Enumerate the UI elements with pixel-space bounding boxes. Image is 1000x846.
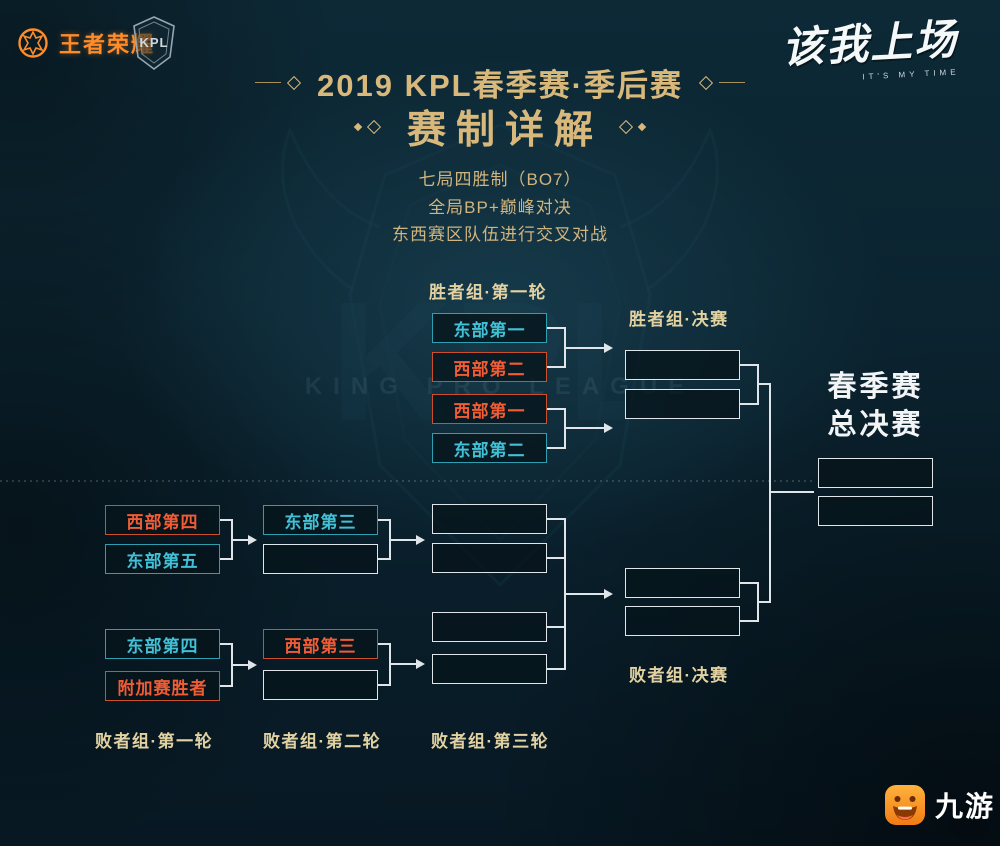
rule-line-2: 全局BP+巅峰对决 (428, 197, 572, 217)
label-losers-round2: 败者组·第二轮 (263, 732, 382, 751)
grand-final-title-line2: 总决赛 (827, 409, 924, 441)
9game-logo: 九游 (884, 784, 995, 826)
losers-round2-slot-empty-1 (263, 544, 378, 574)
kpl-logo: KPL (128, 15, 180, 76)
grand-final-title: 春季赛 总决赛 (818, 368, 933, 444)
kpl-shield-icon: KPL (133, 16, 175, 70)
team-slot-east-third: 东部第三 (263, 505, 378, 535)
9game-site-name: 九游 (935, 791, 996, 822)
team-slot-east-second: 东部第二 (432, 433, 547, 463)
team-slot-west-fourth: 西部第四 (105, 505, 220, 535)
losers-round3-slot-3 (432, 612, 547, 642)
label-losers-final: 败者组·决赛 (629, 666, 729, 685)
label-losers-round3: 败者组·第三轮 (431, 732, 550, 751)
team-slot-west-second: 西部第二 (432, 352, 547, 382)
grand-final-title-line1: 春季赛 (827, 371, 924, 403)
kpl-logo-text: KPL (140, 35, 169, 50)
subtitle-ornament-right (618, 119, 647, 135)
losers-round3-slot-1 (432, 504, 547, 534)
losers-round3-slot-2 (432, 543, 547, 573)
wzry-emblem-icon (18, 28, 48, 58)
rule-line-3: 东西赛区队伍进行交叉对战 (392, 225, 608, 244)
winners-final-slot-1 (625, 350, 740, 380)
team-slot-east-first: 东部第一 (432, 313, 547, 343)
losers-final-slot-2 (625, 606, 740, 636)
label-winners-final: 胜者组·决赛 (629, 310, 729, 329)
team-slot-west-third: 西部第三 (263, 629, 378, 659)
9game-mascot-icon (885, 785, 925, 825)
title-row: 2019 KPL春季赛·季后赛 (0, 60, 1000, 105)
slogan-calligraphy: 该我上场 IT'S MY TIME (780, 5, 960, 85)
format-rules: 七局四胜制（BO7） 全局BP+巅峰对决 东西赛区队伍进行交叉对战 (0, 166, 1000, 249)
losers-final-slot-1 (625, 568, 740, 598)
label-losers-round1: 败者组·第一轮 (95, 732, 214, 751)
poster-subtitle: 赛制详解 (406, 109, 603, 152)
title-ornament-right (698, 75, 745, 90)
rule-line-1: 七局四胜制（BO7） (418, 170, 582, 189)
losers-round3-slot-4 (432, 654, 547, 684)
subtitle-row: 赛制详解 (0, 99, 1000, 155)
winners-final-slot-2 (625, 389, 740, 419)
slogan-text: 该我上场 (780, 15, 960, 72)
team-slot-east-fifth: 东部第五 (105, 544, 220, 574)
poster-title: 2019 KPL春季赛·季后赛 (317, 68, 683, 103)
subtitle-ornament-left (353, 119, 382, 135)
grand-final-slot-2 (818, 496, 933, 526)
team-slot-east-fourth: 东部第四 (105, 629, 220, 659)
title-ornament-left (255, 75, 302, 90)
team-slot-playin-winner: 附加赛胜者 (105, 671, 220, 701)
team-slot-west-first: 西部第一 (432, 394, 547, 424)
losers-round2-slot-empty-2 (263, 670, 378, 700)
label-winners-round1: 胜者组·第一轮 (429, 283, 548, 302)
grand-final-slot-1 (818, 458, 933, 488)
